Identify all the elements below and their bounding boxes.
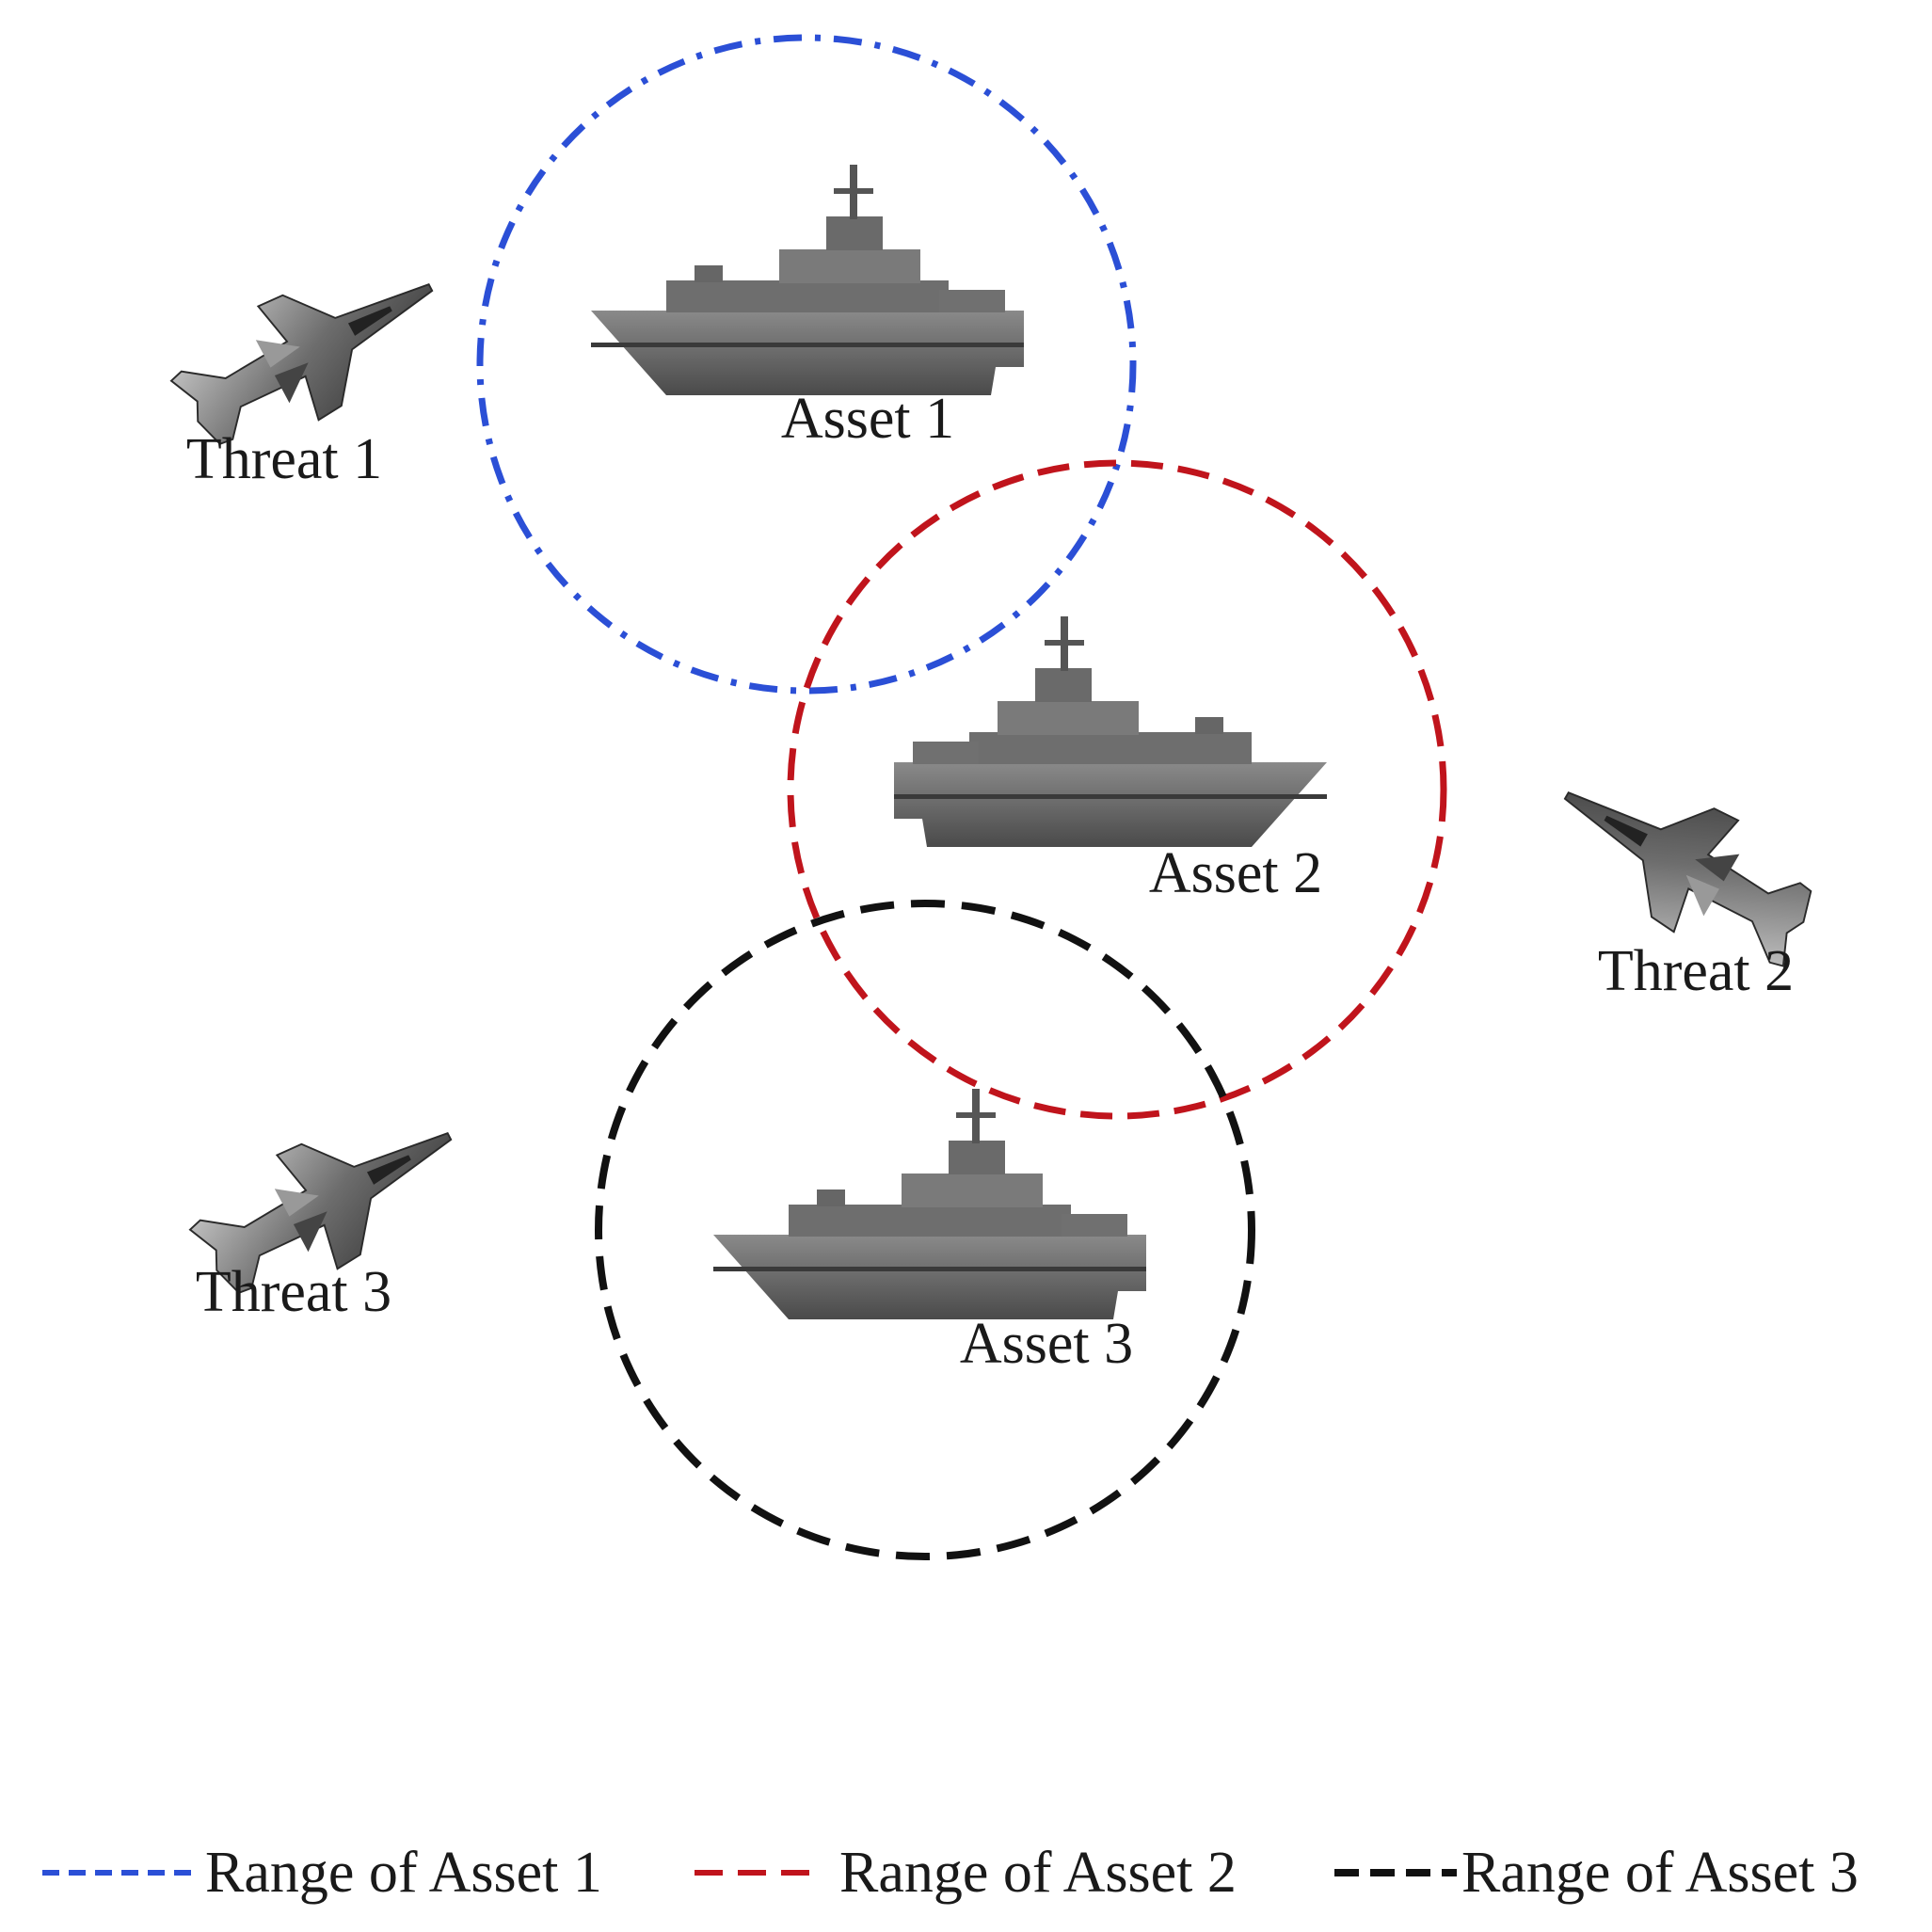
asset-1: Asset 1 [591,165,1024,451]
legend-item-asset-3: Range of Asset 3 [1334,1841,1859,1905]
threat-1-label: Threat 1 [186,427,382,491]
threat-2-label: Threat 2 [1598,939,1794,1003]
asset-2-label: Asset 2 [1149,841,1322,905]
legend-item-asset-1: Range of Asset 1 [42,1841,602,1905]
legend-label-asset-1: Range of Asset 1 [205,1841,602,1905]
legend: Range of Asset 1 Range of Asset 2 Range … [42,1841,1859,1905]
range-circle-asset-2 [787,459,1447,1120]
legend-label-asset-3: Range of Asset 3 [1461,1841,1859,1905]
warship-icon [894,616,1327,847]
range-circle-asset-3 [595,900,1255,1560]
warship-icon [591,165,1024,395]
warship-icon [713,1089,1146,1319]
range-circle-asset-1 [476,34,1137,695]
threat-1: Threat 1 [158,230,462,491]
asset-3: Asset 3 [713,1089,1146,1376]
legend-item-asset-2: Range of Asset 2 [695,1841,1237,1905]
asset-3-label: Asset 3 [960,1312,1133,1376]
asset-2: Asset 2 [894,616,1327,905]
threat-3: Threat 3 [177,1078,481,1324]
legend-label-asset-2: Range of Asset 2 [839,1841,1237,1905]
asset-1-label: Asset 1 [781,387,954,451]
threat-3-label: Threat 3 [196,1260,391,1324]
threat-2: Threat 2 [1533,739,1836,1003]
